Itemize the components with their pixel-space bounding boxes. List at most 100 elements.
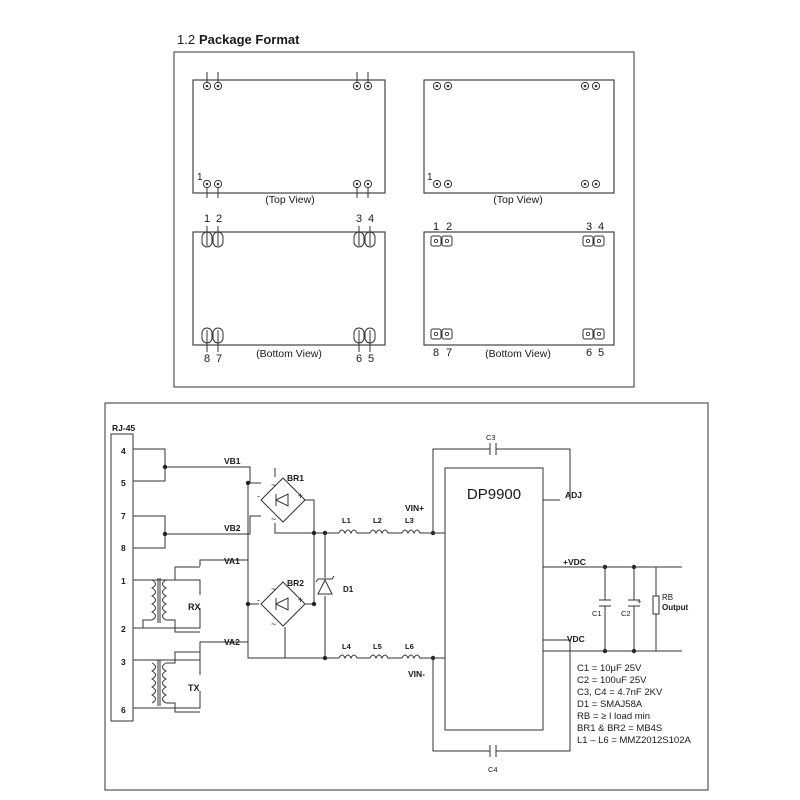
- capacitor-c3: [432, 443, 571, 533]
- package-top-view-left: 1 (Top View): [192, 72, 386, 206]
- tx-transformer: [150, 651, 200, 713]
- pin-label: 2: [446, 221, 452, 233]
- component-notes: C1 = 10μF 25V C2 = 100uF 25V C3, C4 = 4.…: [577, 663, 691, 746]
- output-label: Output: [662, 603, 689, 612]
- note-line: D1 = SMAJ58A: [577, 699, 643, 710]
- rx-label: RX: [188, 602, 201, 612]
- inductor-label: L5: [373, 642, 382, 651]
- inductor-label: L2: [373, 516, 382, 525]
- pin-label: 6: [586, 347, 592, 359]
- output-wires: [543, 499, 682, 652]
- svg-text:D1: D1: [343, 585, 354, 594]
- svg-text:BR2: BR2: [287, 578, 304, 588]
- net-label: VIN-: [408, 669, 425, 679]
- section-title: Package Format: [199, 32, 300, 47]
- capacitor-c1: [599, 599, 611, 607]
- svg-text:1: 1: [121, 576, 126, 586]
- dp9900-module: DP9900: [444, 467, 544, 731]
- svg-text:3: 3: [121, 657, 126, 667]
- pin-label: 8: [433, 347, 439, 359]
- inductor-label: L3: [405, 516, 414, 525]
- svg-text:+: +: [298, 491, 303, 501]
- pin-label: 1: [204, 213, 210, 225]
- pin-label: 5: [598, 347, 604, 359]
- pin-label: 4: [598, 221, 604, 233]
- capacitor-label: C1: [592, 609, 602, 618]
- capacitor-c4: [432, 640, 571, 757]
- svg-text:BR1: BR1: [287, 473, 304, 483]
- svg-text:+: +: [298, 595, 303, 605]
- tvs-diode-d1: D1: [315, 533, 354, 658]
- inductors-bottom: [338, 654, 445, 660]
- package-frame: [173, 51, 635, 388]
- net-label: VB2: [224, 523, 241, 533]
- pin-label: 1: [433, 221, 439, 233]
- svg-text:2: 2: [121, 624, 126, 634]
- bottom-view-label: (Bottom View): [485, 348, 551, 360]
- net-label: ADJ: [565, 490, 582, 500]
- svg-text:~: ~: [271, 480, 276, 490]
- schematic-frame: [104, 402, 709, 791]
- svg-text:-: -: [257, 595, 260, 605]
- net-label: VA1: [224, 556, 240, 566]
- svg-text:RJ-45: RJ-45: [112, 423, 135, 433]
- bridge-rectifier-br1: BR1 ~ ~ - +: [257, 473, 306, 524]
- note-line: C1 = 10μF 25V: [577, 663, 642, 674]
- inductors-top: [338, 529, 445, 535]
- resistor-label: RB: [662, 593, 673, 602]
- inductor-label: L6: [405, 642, 414, 651]
- top-view-label: (Top View): [265, 194, 314, 206]
- rj45-connector: RJ-45 4 5 7 8 1 2 3 6: [110, 423, 135, 722]
- svg-text:~: ~: [271, 619, 276, 629]
- pin1-marker: 1: [427, 172, 433, 183]
- svg-text:6: 6: [121, 705, 126, 715]
- pin-label: 4: [368, 213, 374, 225]
- capacitor-label: C4: [488, 765, 498, 774]
- inductor-label: L1: [342, 516, 351, 525]
- pin-label: 3: [356, 213, 362, 225]
- note-line: C2 = 100uF 25V: [577, 675, 647, 686]
- tx-label: TX: [188, 683, 200, 693]
- net-label: -VDC: [564, 634, 585, 644]
- section-number: 1.2: [177, 32, 195, 47]
- note-line: RB = ≥ I load min: [577, 711, 650, 722]
- package-bottom-view-right: 1 2 3 4 8 7 6 5 (Bottom View): [423, 221, 615, 360]
- resistor-rb: [652, 595, 660, 615]
- pin-label: 5: [368, 353, 374, 365]
- inductor-label: L4: [342, 642, 352, 651]
- capacitor-label: C3: [486, 433, 496, 442]
- bottom-view-label: (Bottom View): [256, 348, 322, 360]
- svg-text:8: 8: [121, 543, 126, 553]
- note-line: BR1 & BR2 = MB4S: [577, 723, 662, 734]
- svg-text:DP9900: DP9900: [467, 486, 521, 503]
- pin1-marker: 1: [197, 172, 203, 183]
- capacitor-label: C2: [621, 609, 631, 618]
- package-top-view-right: 1 (Top View): [423, 79, 615, 206]
- capacitor-c2: [628, 599, 640, 607]
- net-label: VIN+: [405, 503, 424, 513]
- polarity-plus: +: [637, 597, 642, 606]
- pin-label: 7: [446, 347, 452, 359]
- bridge-rectifier-br2: BR2 ~ ~ - +: [257, 578, 306, 629]
- svg-text:~: ~: [271, 584, 276, 594]
- pin-label: 3: [586, 221, 592, 233]
- svg-text:7: 7: [121, 511, 126, 521]
- package-bottom-view-left: 1 2 3 4 8 7 6 5 (Bottom View): [192, 213, 386, 365]
- svg-text:-: -: [257, 491, 260, 501]
- svg-text:5: 5: [121, 478, 126, 488]
- rx-transformer: [142, 566, 200, 633]
- pin-label: 6: [356, 353, 362, 365]
- net-label: VA2: [224, 637, 240, 647]
- pin-label: 2: [216, 213, 222, 225]
- net-label: VB1: [224, 456, 241, 466]
- svg-text:~: ~: [271, 514, 276, 524]
- pin-label: 7: [216, 353, 222, 365]
- note-line: L1 – L6 = MMZ2012S102A: [577, 735, 691, 746]
- net-label: +VDC: [563, 557, 586, 567]
- wires: [133, 448, 339, 709]
- note-line: C3, C4 = 4.7nF 2KV: [577, 687, 663, 698]
- top-view-label: (Top View): [493, 194, 542, 206]
- pin-label: 8: [204, 353, 210, 365]
- svg-text:4: 4: [121, 446, 126, 456]
